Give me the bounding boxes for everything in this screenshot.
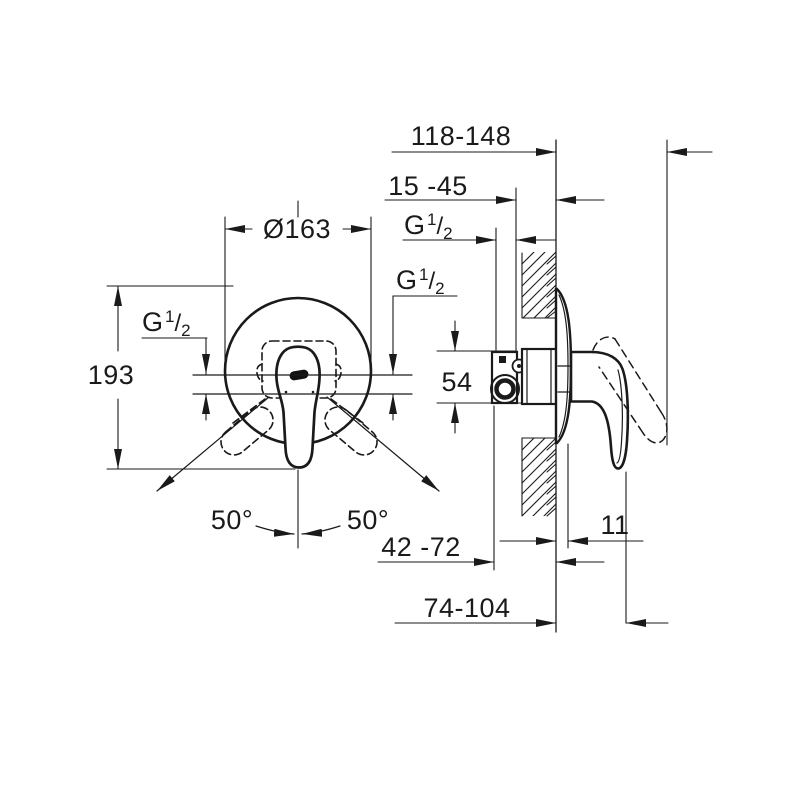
dim-label-54: 54 [441, 367, 472, 397]
lever-handle-side-open-dashed [592, 336, 668, 444]
dimension-height-193 [106, 285, 296, 470]
lever-dashed-left [220, 406, 274, 456]
dim-label-74-104: 74-104 [423, 593, 510, 623]
dim-label-11: 11 [600, 510, 629, 540]
wall-section-lower [521, 437, 557, 517]
angle-label-right: 50° [347, 505, 389, 535]
thread-callout-left [141, 337, 210, 421]
lever-dashed-right [324, 406, 378, 456]
extension-lines [493, 139, 668, 624]
wall-edge-ticks-lower [546, 441, 557, 517]
dim-label-diameter: Ø163 [263, 214, 331, 244]
front-view [106, 200, 458, 549]
dim-label-15-45: 15 -45 [388, 171, 468, 201]
lever-handle-front [275, 345, 321, 469]
inlet-port-side [490, 374, 520, 404]
lever-handle-side [569, 350, 630, 470]
thread-callout-right [389, 295, 458, 421]
connection-band-lines [192, 374, 413, 395]
valve-body [490, 347, 560, 406]
swivel-angle-indicators [156, 396, 440, 549]
wall-section-upper [521, 252, 557, 319]
angle-label-left: 50° [211, 505, 253, 535]
dimension-diameter [224, 216, 372, 366]
dim-label-118-148: 118-148 [411, 121, 512, 151]
side-view [377, 139, 713, 633]
wall-edge-ticks-upper [546, 255, 557, 319]
dim-label-42-72: 42 -72 [381, 532, 461, 562]
dim-label-height: 193 [88, 360, 135, 390]
